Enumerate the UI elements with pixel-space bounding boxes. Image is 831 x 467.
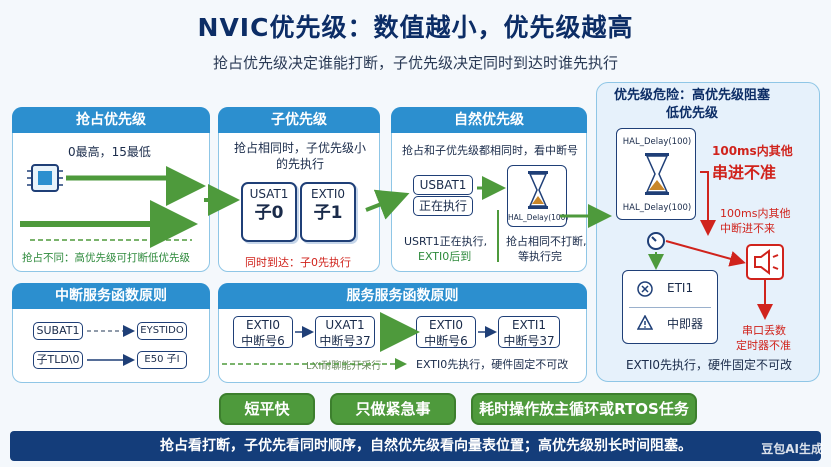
natural-note-left-2: EXTI0后到 bbox=[418, 250, 472, 263]
natural-usbat1-box: USBAT1 bbox=[413, 175, 473, 195]
risk-warn1b: 串进不准 bbox=[712, 163, 777, 182]
flow-box-1-l2: 中断号6 bbox=[241, 334, 285, 348]
isr-header: 中断服务函数原则 bbox=[12, 283, 210, 309]
chip-usat1-name: USAT1 bbox=[249, 187, 289, 201]
hourglass-icon bbox=[645, 153, 669, 195]
natural-note-right-2: 等执行完 bbox=[518, 250, 562, 263]
risk-warn2a: 100ms内其他 bbox=[720, 207, 791, 220]
flow-box-2-l2: 中断号37 bbox=[319, 334, 371, 348]
warning-triangle-icon bbox=[636, 314, 654, 331]
risk-warn1a: 100ms内其他 bbox=[712, 144, 793, 158]
cpu-chip-icon bbox=[25, 160, 65, 196]
subprio-desc: 抢占相同时，子优先级小的先执行 bbox=[233, 141, 366, 171]
flow-box-4-l1: EXTI1 bbox=[511, 318, 547, 332]
flow-box-1-l1: EXTI0 bbox=[245, 318, 281, 332]
natural-note-left-1: USRT1正在执行, bbox=[404, 235, 488, 248]
risk-status2: 中即器 bbox=[667, 317, 704, 331]
clock-icon bbox=[646, 231, 666, 251]
risk-red-arrow-2 bbox=[665, 240, 746, 267]
flow-box-3-l2: 中断号6 bbox=[424, 334, 468, 348]
natural-header: 自然优先级 bbox=[391, 107, 587, 133]
risk-status1: ЕТI1 bbox=[667, 281, 694, 295]
flow-box-4: EXTI1 中断号37 bbox=[498, 316, 560, 348]
subprio-note: 同时到达：子0先执行 bbox=[245, 256, 351, 269]
page-subtitle: 抢占优先级决定谁能打断，子优先级决定同时到达时谁先执行 bbox=[212, 54, 618, 72]
panel2-to-panel3-arrow bbox=[365, 189, 410, 220]
preempt-arrow-upper bbox=[66, 166, 206, 206]
flow-box-3-l1: EXTI0 bbox=[428, 318, 464, 332]
risk-hal-bottom: HAL_Delay(100) bbox=[622, 203, 692, 213]
preempt-range: 0最高，15最低 bbox=[68, 145, 151, 159]
isr-box-a: SUBAT1 bbox=[33, 322, 83, 340]
footer-summary: 抢占看打断，子优先看同时顺序，自然优先级看向量表位置；高优先级别长时间阻塞。 bbox=[10, 431, 821, 461]
risk-status-box: ЕТI1 中即器 bbox=[622, 270, 718, 344]
risk-delay-card: HAL_Delay(100) HAL_Delay(100) bbox=[616, 128, 696, 220]
flow-bottom: EXTI0先执行，硬件固定不可改 bbox=[416, 358, 569, 371]
risk-hal-top: HAL_Delay(100) bbox=[622, 137, 692, 147]
flow-box-2-l1: UXAT1 bbox=[325, 318, 365, 332]
pill-move-to-loop: 耗时操作放主循环或RTOS任务 bbox=[471, 393, 697, 425]
isr-box-c: 子TLD\0 bbox=[33, 351, 83, 369]
chip-exti0-sub: 子1 bbox=[313, 203, 343, 223]
watermark: 豆包AI生成 bbox=[761, 442, 823, 456]
chip-usat1-sub: 子0 bbox=[254, 203, 284, 223]
isr-box-b: EYSTIDO bbox=[137, 322, 187, 340]
x-circle-icon bbox=[637, 281, 653, 297]
speaker-alert-icon bbox=[746, 244, 784, 280]
chip-exti0-name: EXTI0 bbox=[310, 187, 346, 201]
hourglass-panel-icon: HAL_Delay(100) bbox=[507, 165, 569, 227]
preempt-header: 抢占优先级 bbox=[12, 107, 210, 133]
chip-exti0: EXTI0 子1 bbox=[300, 182, 356, 242]
flow-box-4-l2: 中断号37 bbox=[503, 334, 555, 348]
page-title: NVIC优先级：数值越小，优先级越高 bbox=[197, 13, 634, 42]
natural-desc: 抢占和子优先级都相同时，看中断号 bbox=[402, 144, 578, 157]
risk-warn2b: 中断进不来 bbox=[720, 222, 775, 235]
risk-title: 优先级危险：高优先级阻塞低优先级 bbox=[613, 88, 770, 121]
chip-usat1: USAT1 子0 bbox=[241, 182, 297, 242]
flow-box-1: EXTI0 中断号6 bbox=[233, 316, 293, 348]
flow-blur-note: LXI耐聊能开采行 bbox=[306, 361, 382, 372]
risk-warn3a: 串口丢数 bbox=[742, 324, 786, 337]
hourglass-panel-label: HAL_Delay(100) bbox=[508, 213, 569, 222]
subprio-header: 子优先级 bbox=[218, 107, 380, 133]
flow-box-3: EXTI0 中断号6 bbox=[416, 316, 476, 348]
risk-red-arrow-1 bbox=[700, 171, 716, 236]
isr-box-d: E50 子I bbox=[137, 351, 187, 369]
pill-urgent-only: 只做紧急事 bbox=[330, 393, 456, 425]
preempt-note: 抢占不同：高优先级可打断低优先级 bbox=[22, 252, 190, 264]
flow-box-2: UXAT1 中断号37 bbox=[315, 316, 375, 348]
pill-short-fast: 短平快 bbox=[219, 393, 315, 425]
risk-warn3b: 定时器不准 bbox=[736, 339, 791, 352]
natural-note-right-1: 抢占相同不打断, bbox=[506, 235, 587, 248]
flow-header: 服务服务函数原则 bbox=[218, 283, 587, 309]
risk-bottom: EXTI0先执行，硬件固定不可改 bbox=[625, 358, 793, 372]
natural-running-box: 正在执行 bbox=[413, 196, 473, 216]
